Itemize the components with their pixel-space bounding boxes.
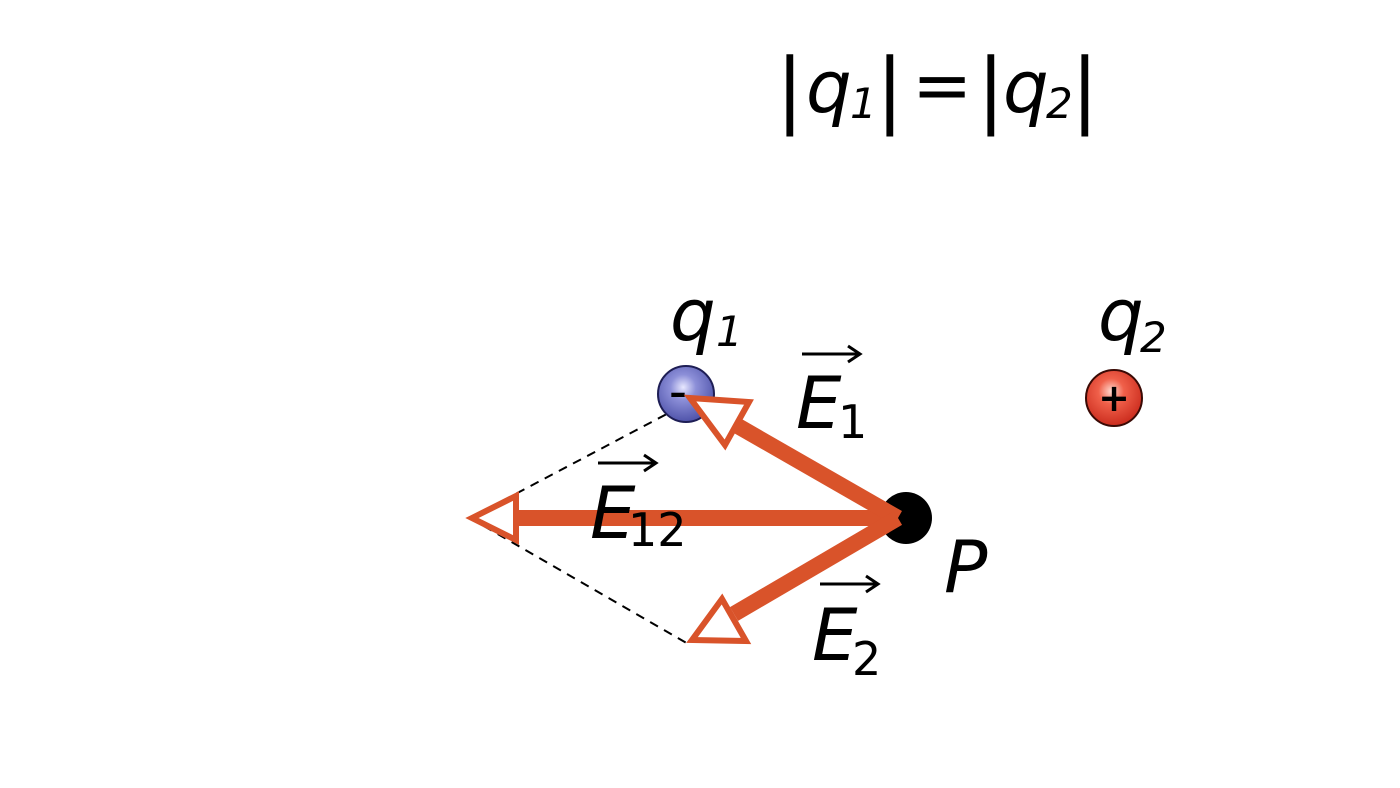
e1-letter: E [796,361,842,445]
vector-arrow-icon [802,344,863,364]
charge-equality-equation: | q 1 | = | q 2 | [776,42,1099,137]
equals-sign: = [912,43,972,127]
point-p-label: P [944,525,988,609]
vector-arrow-icon [598,453,659,473]
label-e2: E 2 [812,574,881,686]
positive-charge-sphere [1085,369,1143,427]
label-q1: q 1 [670,273,743,357]
equation-q1-subscript: 1 [850,79,877,128]
q1-subscript: 1 [716,307,743,356]
label-q2: q 2 [1098,273,1167,362]
e12-subscript: 12 [628,503,687,557]
charge-q2: + [1085,369,1143,427]
equation-q1-letter: q [806,45,852,129]
e1-subscript: 1 [838,395,867,449]
vector-e2-arrowhead [686,593,752,645]
vector-e12-arrowhead [465,491,519,545]
abs-bar: | [776,42,804,137]
equation-q2-subscript: 2 [1046,79,1073,128]
negative-sign: – [670,373,687,413]
point-p-dot [880,492,932,544]
abs-bar: | [977,42,1005,137]
label-e12: E 12 [590,453,687,557]
e2-subscript: 2 [852,632,881,686]
dashed-guide-line [469,517,691,646]
q2-subscript: 2 [1140,313,1167,362]
label-e1: E 1 [796,344,867,449]
q1-letter: q [670,273,716,357]
vector-e1-arrowhead [683,394,754,451]
vector-e1-shaft [732,418,902,525]
field-vectors [465,394,903,645]
abs-bar: | [876,42,904,137]
vector-arrow-icon [820,574,881,594]
equation-q2-letter: q [1003,45,1049,129]
positive-sign: + [1098,376,1130,420]
e12-letter: E [590,471,636,555]
q2-letter: q [1098,273,1144,357]
e2-letter: E [812,593,858,677]
vector-e2-shaft [729,511,903,621]
abs-bar: | [1071,42,1099,137]
